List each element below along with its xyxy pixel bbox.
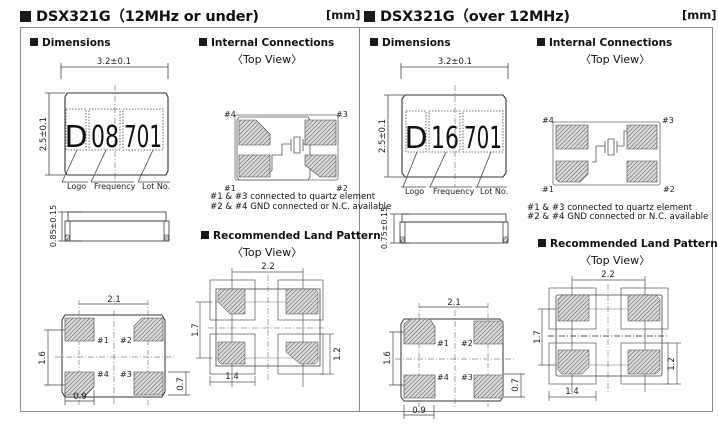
- marking-lot: 701: [124, 120, 162, 155]
- right-internal-subheading: 〈Top View〉: [580, 53, 651, 66]
- pad-width-label: 0.9: [412, 406, 426, 416]
- land-height-label: 1.2: [667, 357, 677, 371]
- marking-lot: 701: [464, 121, 502, 156]
- pad-width-label: 0.9: [73, 392, 87, 402]
- left-internal-note-1: #1 & #3 connected to quartz element: [210, 192, 376, 202]
- width-label: 3.2±0.1: [438, 57, 472, 67]
- callout-frequency: Frequency: [94, 182, 136, 191]
- square-bullet-icon: [370, 38, 378, 46]
- left-internal-heading: Internal Connections: [199, 37, 334, 49]
- heading-text: Dimensions: [42, 37, 111, 49]
- pin-4-label: #4: [224, 110, 236, 119]
- pad-height-label: 0.7: [176, 377, 186, 391]
- height-label: 2.5±0.1: [39, 117, 49, 151]
- marking-frequency: 08: [91, 120, 119, 155]
- left-title: DSX321G（12MHz or under): [20, 5, 259, 26]
- heading-text: Internal Connections: [549, 37, 673, 49]
- pad-pitch-y-label: 1.6: [383, 351, 393, 365]
- pad-3-label: #3: [461, 373, 473, 382]
- left-internal-note-2: #2 & #4 GND connected or N.C. available: [210, 202, 392, 212]
- pin-1-label: #1: [542, 185, 554, 194]
- width-label: 3.2±0.1: [97, 57, 131, 67]
- left-panel: Dimensions Internal Connections 〈Top Vie…: [20, 27, 391, 412]
- callout-logo: Logo: [67, 182, 86, 191]
- pad-4-label: #4: [437, 373, 449, 382]
- right-panel: Dimensions Internal Connections 〈Top Vie…: [360, 27, 718, 419]
- left-unit: [mm]: [326, 8, 361, 22]
- pad-3-label: #3: [120, 370, 132, 379]
- left-land-pattern-drawing: 2.2 1.7 1.4 1.2: [191, 262, 343, 387]
- right-internal-note-2: #2 & #4 GND connected or N.C. available: [527, 212, 709, 222]
- right-unit: [mm]: [682, 8, 717, 22]
- callout-lot: Lot No.: [480, 187, 508, 196]
- pad-4-label: #4: [97, 370, 109, 379]
- thickness-label: 0.85±0.15: [49, 205, 58, 247]
- pad-height-label: 0.7: [511, 378, 521, 392]
- pin-3-label: #3: [662, 116, 674, 125]
- height-label: 2.5±0.1: [378, 119, 388, 153]
- right-land-subheading: 〈Top View〉: [580, 254, 651, 267]
- pin-2-label: #2: [336, 184, 348, 193]
- land-height-label: 1.2: [333, 347, 343, 361]
- square-bullet-icon: [538, 239, 546, 247]
- left-dimension-drawing: 3.2±0.1 2.5±0.1 D 08 701 Logo Frequency …: [38, 57, 348, 407]
- square-bullet-icon: [199, 38, 207, 46]
- right-land-heading: Recommended Land Pattern: [538, 238, 718, 250]
- marking-logo: D: [404, 121, 427, 156]
- left-land-heading: Recommended Land Pattern: [201, 230, 381, 242]
- land-pitch-y-label: 1.7: [533, 330, 543, 344]
- outer-frame: [20, 27, 713, 412]
- callout-logo: Logo: [405, 187, 424, 196]
- pin-1-label: #1: [224, 184, 236, 193]
- right-land-pattern-drawing: 2.2 1.7 1.4 1.2: [533, 270, 681, 401]
- right-title-text: DSX321G（over 12MHz): [380, 9, 570, 25]
- square-bullet-icon: [537, 38, 545, 46]
- right-internal-note-1: #1 & #3 connected to quartz element: [527, 203, 693, 213]
- square-bullet-icon: [364, 11, 375, 22]
- right-dimensions-heading: Dimensions: [370, 37, 451, 49]
- callout-frequency: Frequency: [433, 187, 475, 196]
- pad-2-label: #2: [461, 339, 473, 348]
- right-dimension-drawing: 3.2±0.1 2.5±0.1 D 16 701 Logo Frequency …: [378, 57, 675, 419]
- square-bullet-icon: [20, 11, 31, 22]
- pad-1-label: #1: [97, 336, 109, 345]
- heading-text: Dimensions: [382, 37, 451, 49]
- land-width-label: 1.4: [225, 372, 239, 382]
- thickness-label: 0.75±0.15: [380, 207, 389, 249]
- pin-4-label: #4: [542, 116, 554, 125]
- left-dimensions-heading: Dimensions: [30, 37, 111, 49]
- pad-2-label: #2: [120, 336, 132, 345]
- heading-text: Internal Connections: [211, 37, 335, 49]
- pad-pitch-x-label: 2.1: [107, 295, 121, 305]
- panel-divider: [359, 27, 361, 412]
- left-land-subheading: 〈Top View〉: [232, 246, 303, 259]
- pin-2-label: #2: [663, 185, 675, 194]
- callout-lot: Lot No.: [142, 182, 170, 191]
- pad-pitch-y-label: 1.6: [38, 351, 48, 365]
- pin-3-label: #3: [336, 110, 348, 119]
- pad-pitch-x-label: 2.1: [447, 298, 461, 308]
- pad-1-label: #1: [437, 339, 449, 348]
- marking-logo: D: [64, 120, 87, 155]
- land-width-label: 1.4: [565, 387, 579, 397]
- heading-text: Recommended Land Pattern: [550, 238, 718, 250]
- land-pitch-y-label: 1.7: [191, 323, 201, 337]
- heading-text: Recommended Land Pattern: [213, 230, 381, 242]
- land-pitch-x-label: 2.2: [261, 262, 275, 272]
- right-title: DSX321G（over 12MHz): [364, 5, 570, 26]
- square-bullet-icon: [201, 231, 209, 239]
- square-bullet-icon: [30, 38, 38, 46]
- left-internal-subheading: 〈Top View〉: [232, 53, 303, 66]
- left-title-text: DSX321G（12MHz or under): [36, 9, 259, 25]
- right-internal-heading: Internal Connections: [537, 37, 672, 49]
- land-pitch-x-label: 2.2: [601, 270, 615, 280]
- marking-frequency: 16: [431, 121, 459, 156]
